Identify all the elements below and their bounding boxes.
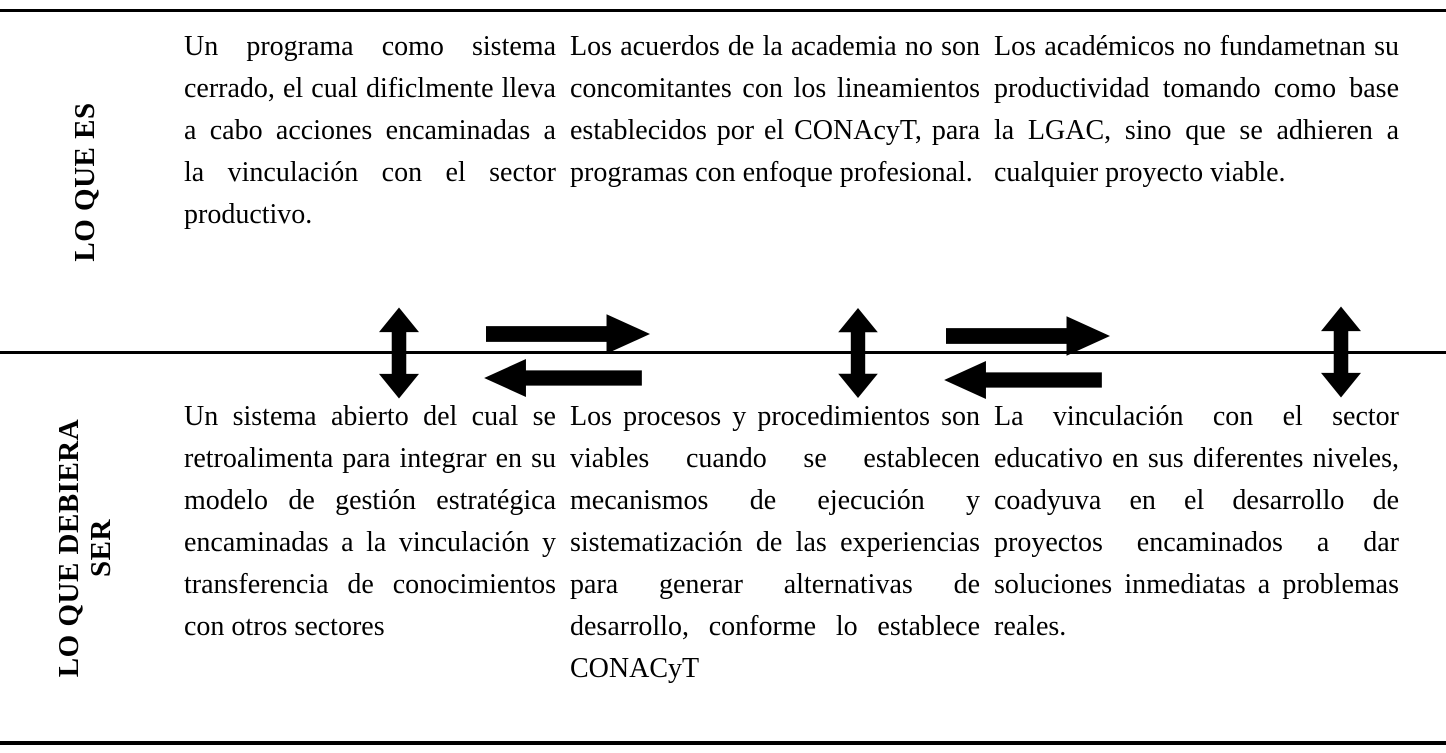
row-label-lo-que-es: LO QUE ES <box>69 101 101 262</box>
table-cell-es-3: Los académicos no fundametnan su product… <box>994 31 1399 188</box>
arrow-left-icon <box>939 361 1107 399</box>
row-header-cell: LO QUE DEBIERA SER <box>0 354 170 742</box>
row-label-lo-que-debiera-ser: LO QUE DEBIERA SER <box>53 418 117 678</box>
row-what-it-is: LO QUE ES Un programa como sistema cerra… <box>0 12 1446 351</box>
row-what-should-be: LO QUE DEBIERA SER Un sistema abierto de… <box>0 354 1446 742</box>
middle-divider-line <box>0 351 1446 354</box>
row-header-cell: LO QUE ES <box>0 12 170 351</box>
arrow-left-icon <box>479 359 647 397</box>
arrow-right-icon <box>946 316 1110 356</box>
top-border-line <box>0 9 1446 12</box>
bidirectional-vertical-arrow-icon <box>1321 306 1361 398</box>
table-cell-debiera-1: Un sistema abierto del cual se retroalim… <box>184 401 556 642</box>
table-cell-debiera-3: La vinculación con el sector educativo e… <box>994 401 1399 642</box>
bidirectional-vertical-arrow-icon <box>379 306 419 400</box>
bottom-border-line <box>0 741 1446 745</box>
bidirectional-vertical-arrow-icon <box>838 308 878 398</box>
table-cell-debiera-2: Los procesos y procedimientos son viable… <box>570 401 980 684</box>
arrow-right-icon <box>486 314 650 354</box>
table-cell-es-1: Un programa como sistema cerrado, el cua… <box>184 31 556 230</box>
table-cell-es-2: Los acuerdos de la academia no son conco… <box>570 31 980 188</box>
